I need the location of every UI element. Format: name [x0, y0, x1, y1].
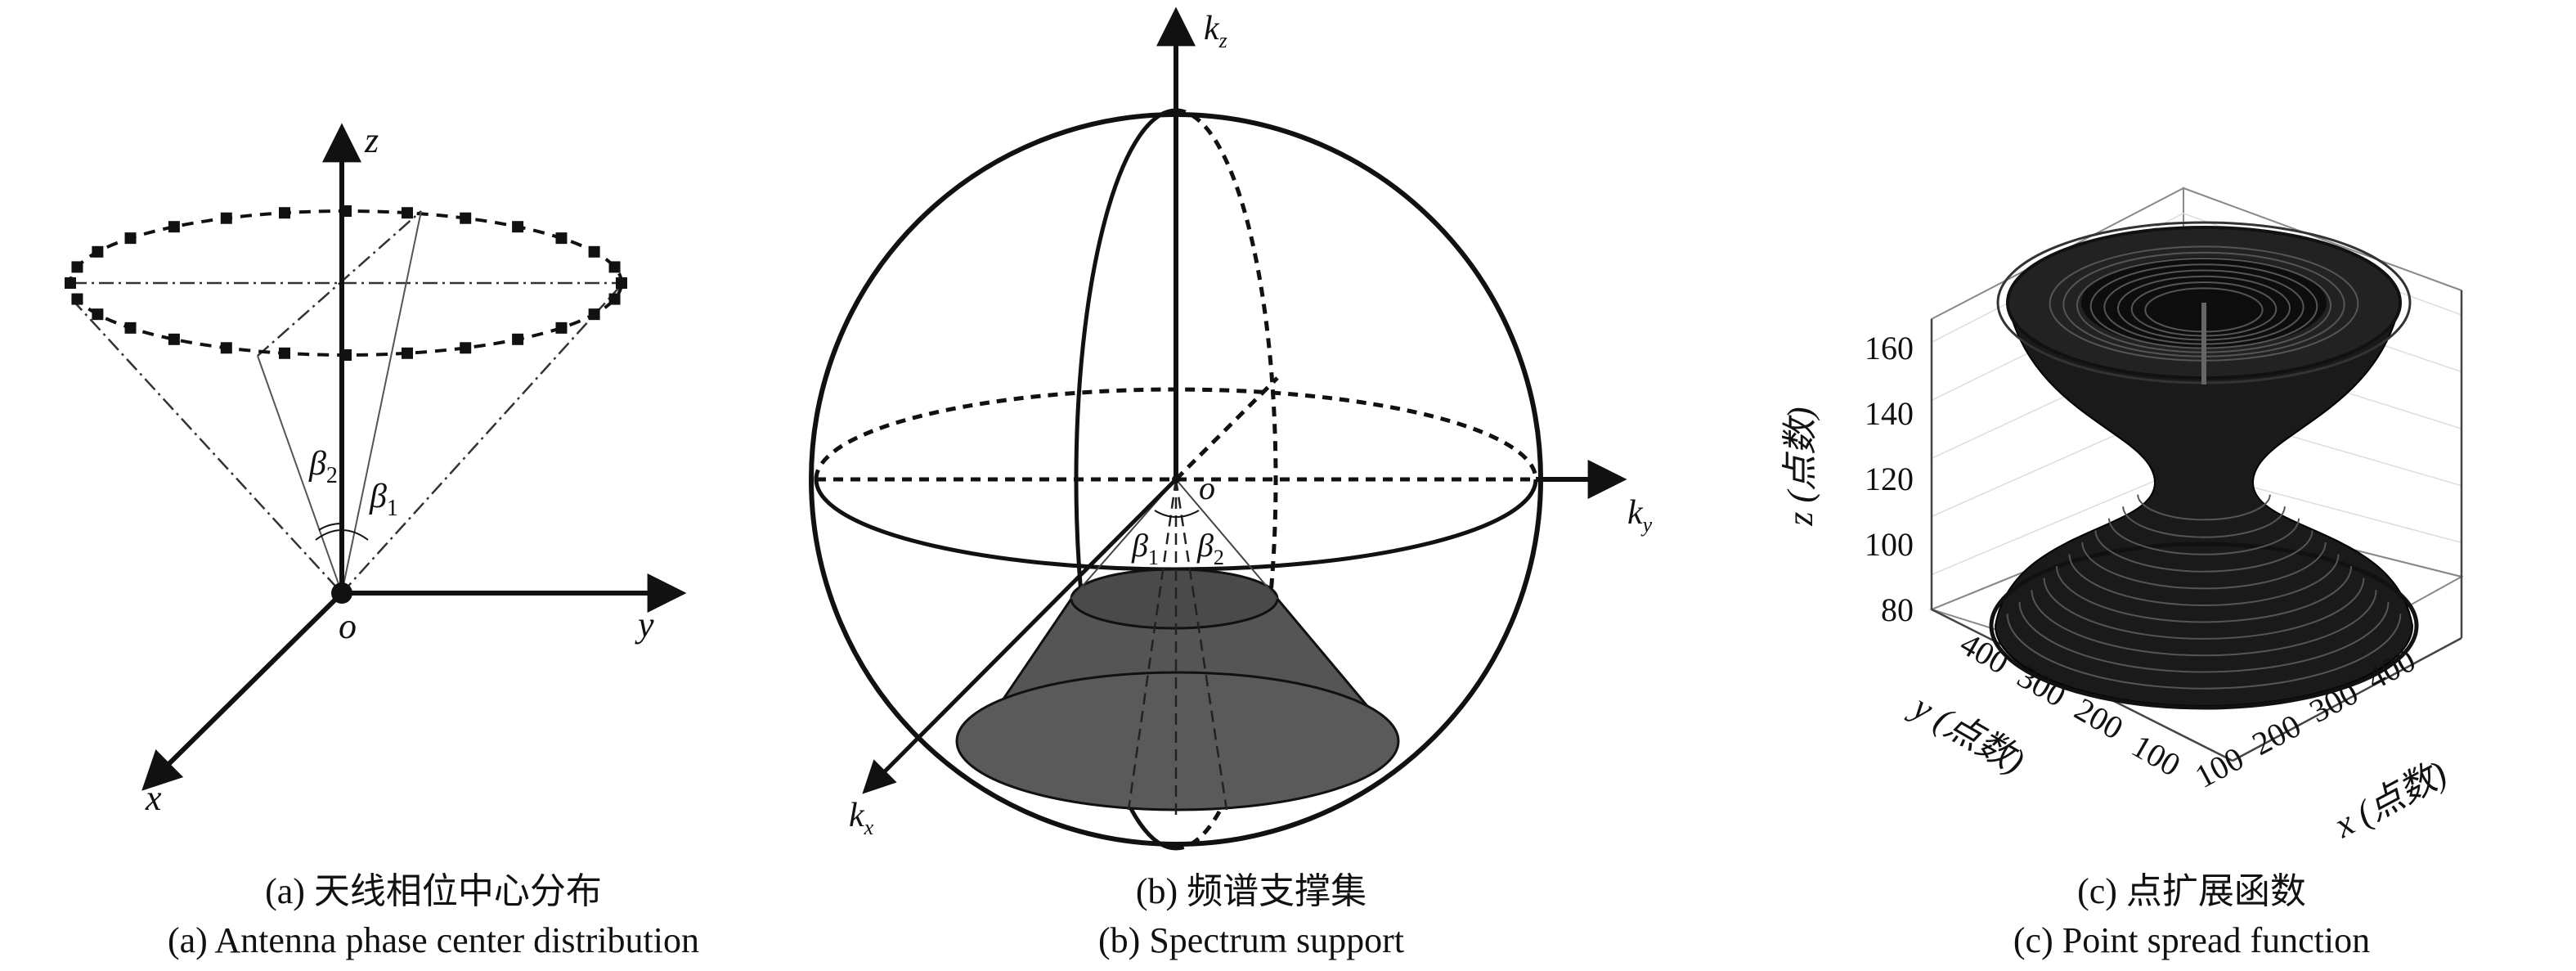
y-axis-label-c: y (点数): [1904, 685, 2031, 781]
caption-b: (b) 频谱支撑集 (b) Spectrum support: [965, 867, 1537, 965]
panel-a-diagram: z y x o β2 β1: [65, 120, 687, 818]
x-tick-label: 100: [2189, 739, 2250, 795]
antenna-element: [512, 333, 524, 345]
antenna-element: [220, 342, 232, 354]
z-axis-label-c: z (点数): [1780, 407, 1820, 526]
antenna-element: [71, 293, 83, 305]
panel-b-diagram: kz ky kx o β1 β2: [809, 7, 1653, 851]
psf-ring: [2137, 494, 2271, 521]
beta2-label: β2: [308, 445, 338, 488]
antenna-element: [401, 207, 413, 219]
psf-surface: [1989, 221, 2419, 710]
origin-dot: [331, 582, 352, 604]
beta1-label-b: β1: [1131, 527, 1159, 569]
y-tick-label: 100: [2126, 727, 2187, 784]
ky-label: ky: [1627, 494, 1653, 537]
origin-dot-b: [1172, 475, 1180, 483]
psf-ring: [2055, 566, 2353, 623]
beta-lines: [257, 210, 422, 594]
beta1-label: β1: [369, 478, 398, 521]
psf-ring: [2094, 530, 2313, 573]
z-tick-label: 120: [1865, 461, 1914, 497]
antenna-element: [608, 261, 621, 273]
x-axis-label: x: [145, 778, 162, 818]
caption-a-cn: (a) 天线相位中心分布: [265, 871, 602, 911]
antenna-element: [71, 261, 83, 273]
caption-c-en: (c) Point spread function: [2013, 920, 2371, 960]
antenna-element: [616, 277, 627, 289]
antenna-element: [608, 293, 621, 305]
z-tick-label: 140: [1865, 395, 1914, 432]
antenna-element: [588, 245, 600, 258]
caption-a: (a) 天线相位中心分布 (a) Antenna phase center di…: [147, 867, 720, 965]
antenna-element: [168, 333, 180, 345]
x-axis-label-c: x (点数): [2327, 753, 2453, 846]
psf-bottom-rim: [1989, 542, 2419, 710]
psf-ring: [2108, 518, 2300, 555]
spectrum-support-bottom: [955, 671, 1400, 811]
antenna-element: [92, 245, 104, 258]
psf-ring: [2031, 590, 2377, 657]
antenna-element: [460, 212, 472, 224]
z-axis-label: z: [364, 120, 379, 160]
z-tick-label: 100: [1865, 526, 1914, 563]
kz-label: kz: [1204, 10, 1227, 52]
caption-c: (c) 点扩展函数 (c) Point spread function: [1881, 867, 2502, 965]
antenna-element: [460, 342, 472, 354]
antenna-element: [588, 308, 600, 321]
antenna-element: [401, 347, 413, 359]
z-tick-label: 160: [1865, 330, 1914, 366]
antenna-element: [279, 347, 291, 359]
beta2-arc: [318, 523, 343, 531]
origin-label: o: [339, 606, 357, 646]
antenna-element: [124, 321, 137, 334]
antenna-element: [555, 232, 568, 245]
caption-b-en: (b) Spectrum support: [1098, 920, 1404, 960]
psf-ring: [2018, 601, 2390, 673]
spectrum-support-top: [1070, 568, 1279, 630]
psf-ring: [2122, 506, 2286, 538]
psf-ring: [2043, 578, 2365, 640]
caption-c-cn: (c) 点扩展函数: [2077, 871, 2306, 911]
psf-ring: [2081, 542, 2327, 590]
antenna-element: [92, 308, 104, 321]
antenna-element: [555, 321, 568, 334]
cone-lines: [71, 210, 624, 594]
inner-axes: [816, 110, 1536, 482]
antenna-element: [279, 207, 291, 219]
caption-a-en: (a) Antenna phase center distribution: [167, 920, 699, 960]
x-tick-label: 200: [2246, 707, 2307, 762]
antenna-element: [65, 277, 76, 289]
origin-label-b: o: [1199, 470, 1215, 506]
psf-ring: [2068, 554, 2340, 606]
beta-arc-b: [1154, 510, 1200, 518]
kx-label: kx: [849, 797, 874, 839]
z-tick-label: 80: [1881, 591, 1914, 628]
antenna-element: [168, 221, 180, 233]
beta2-label-b: β2: [1196, 527, 1224, 569]
antenna-element: [220, 212, 232, 224]
kx-axis: [862, 478, 1178, 794]
y-axis-label: y: [635, 605, 654, 645]
x-axis: [141, 591, 344, 791]
antenna-element: [512, 221, 524, 233]
caption-b-cn: (b) 频谱支撑集: [1135, 871, 1367, 911]
antenna-element: [124, 232, 137, 245]
psf-ring: [2006, 614, 2402, 690]
